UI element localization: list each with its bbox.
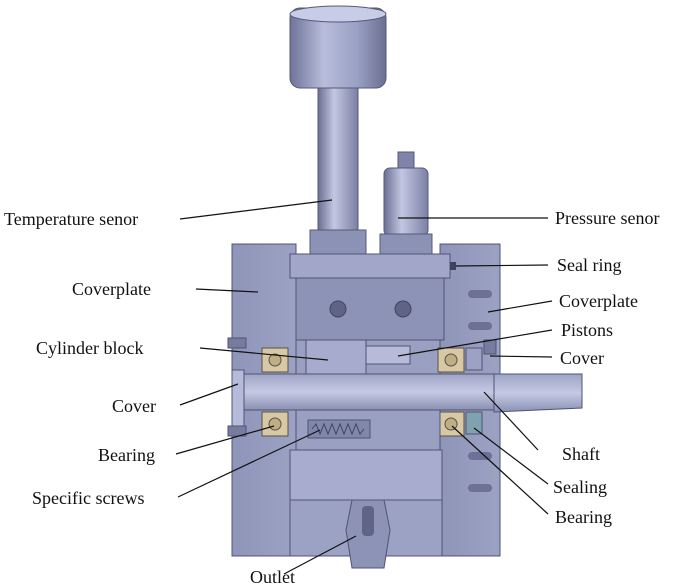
label-cover-left: Cover xyxy=(112,396,156,416)
coverplate-right-slot-4 xyxy=(468,484,492,492)
cover-right-bolt xyxy=(483,339,497,355)
label-seal-ring: Seal ring xyxy=(557,255,622,275)
leader-pistons xyxy=(397,329,553,357)
top-manifold-body xyxy=(295,277,445,341)
leader-bearing-right xyxy=(451,425,549,515)
piston-part xyxy=(365,345,411,365)
leader-specific-screws xyxy=(177,429,321,498)
lower-block-body xyxy=(289,449,443,501)
leader-coverplate-right xyxy=(487,300,553,313)
label-temperature-sensor: Temperature senor xyxy=(4,209,138,229)
temperature-sensor xyxy=(289,5,387,255)
labels: Temperature senor Pressure senor Seal ri… xyxy=(4,208,659,587)
top-manifold xyxy=(289,253,456,341)
label-sealing: Sealing xyxy=(553,477,607,497)
leader-lines xyxy=(175,199,553,575)
label-coverplate-right: Coverplate xyxy=(559,291,638,311)
pressure-sensor xyxy=(379,151,433,255)
bearing-ball-bottom-right xyxy=(444,417,458,431)
pressure-sensor-body xyxy=(383,167,429,237)
label-coverplate-left: Coverplate xyxy=(72,279,151,299)
temperature-sensor-nut xyxy=(309,229,367,255)
leader-outlet xyxy=(283,535,357,575)
temperature-sensor-stem xyxy=(317,87,359,234)
label-cylinder-block: Cylinder block xyxy=(36,338,143,358)
label-outlet: Outlet xyxy=(250,567,295,587)
bearing-ball-top-left xyxy=(268,353,282,367)
outlet-bore xyxy=(362,506,374,536)
seal-ring-part xyxy=(450,262,456,270)
specific-screw-part xyxy=(307,419,371,439)
shaft-extension xyxy=(493,373,583,413)
specific-screw-thread xyxy=(311,422,365,436)
leader-temperature-sensor xyxy=(179,199,333,220)
bearing-ball-top-right xyxy=(444,353,458,367)
label-pressure-sensor: Pressure senor xyxy=(555,208,659,228)
label-cover-right: Cover xyxy=(560,348,604,368)
outlet-part xyxy=(345,499,391,569)
coverplate-right-slot-2 xyxy=(468,322,492,330)
right-cover-sealing xyxy=(465,339,497,435)
leader-cover-right xyxy=(489,355,553,358)
coverplate-right-slot-1 xyxy=(468,290,492,298)
pressure-sensor-nut xyxy=(379,233,433,255)
cylinder-block-core xyxy=(305,339,367,377)
leader-bearing-left xyxy=(175,425,275,455)
manifold-port-2 xyxy=(394,300,412,318)
bearings xyxy=(261,347,465,437)
left-bolt-top xyxy=(227,337,247,349)
cover-right-part xyxy=(465,347,483,371)
shaft-part xyxy=(243,373,583,413)
coverplate-right-slot-3 xyxy=(468,452,492,460)
label-specific-screws: Specific screws xyxy=(32,488,144,508)
leader-sealing xyxy=(473,427,549,485)
bearing-ball-bottom-left xyxy=(268,417,282,431)
pressure-sensor-thread xyxy=(397,151,415,171)
shaft-body xyxy=(243,373,495,411)
label-bearing-left: Bearing xyxy=(98,445,155,465)
sealing-part xyxy=(465,411,483,435)
leader-coverplate-left xyxy=(195,288,259,293)
leader-shaft xyxy=(483,391,539,451)
top-manifold-upper xyxy=(289,253,451,279)
manifold-port-1 xyxy=(329,300,347,318)
temperature-sensor-cap-top xyxy=(289,5,387,23)
cover-left-plate xyxy=(231,369,245,427)
leader-cover-left xyxy=(179,383,239,406)
label-pistons: Pistons xyxy=(561,320,613,340)
label-bearing-right: Bearing xyxy=(555,507,612,527)
leader-cylinder-block xyxy=(199,347,329,361)
label-shaft: Shaft xyxy=(562,444,600,464)
leader-seal-ring xyxy=(455,264,549,267)
